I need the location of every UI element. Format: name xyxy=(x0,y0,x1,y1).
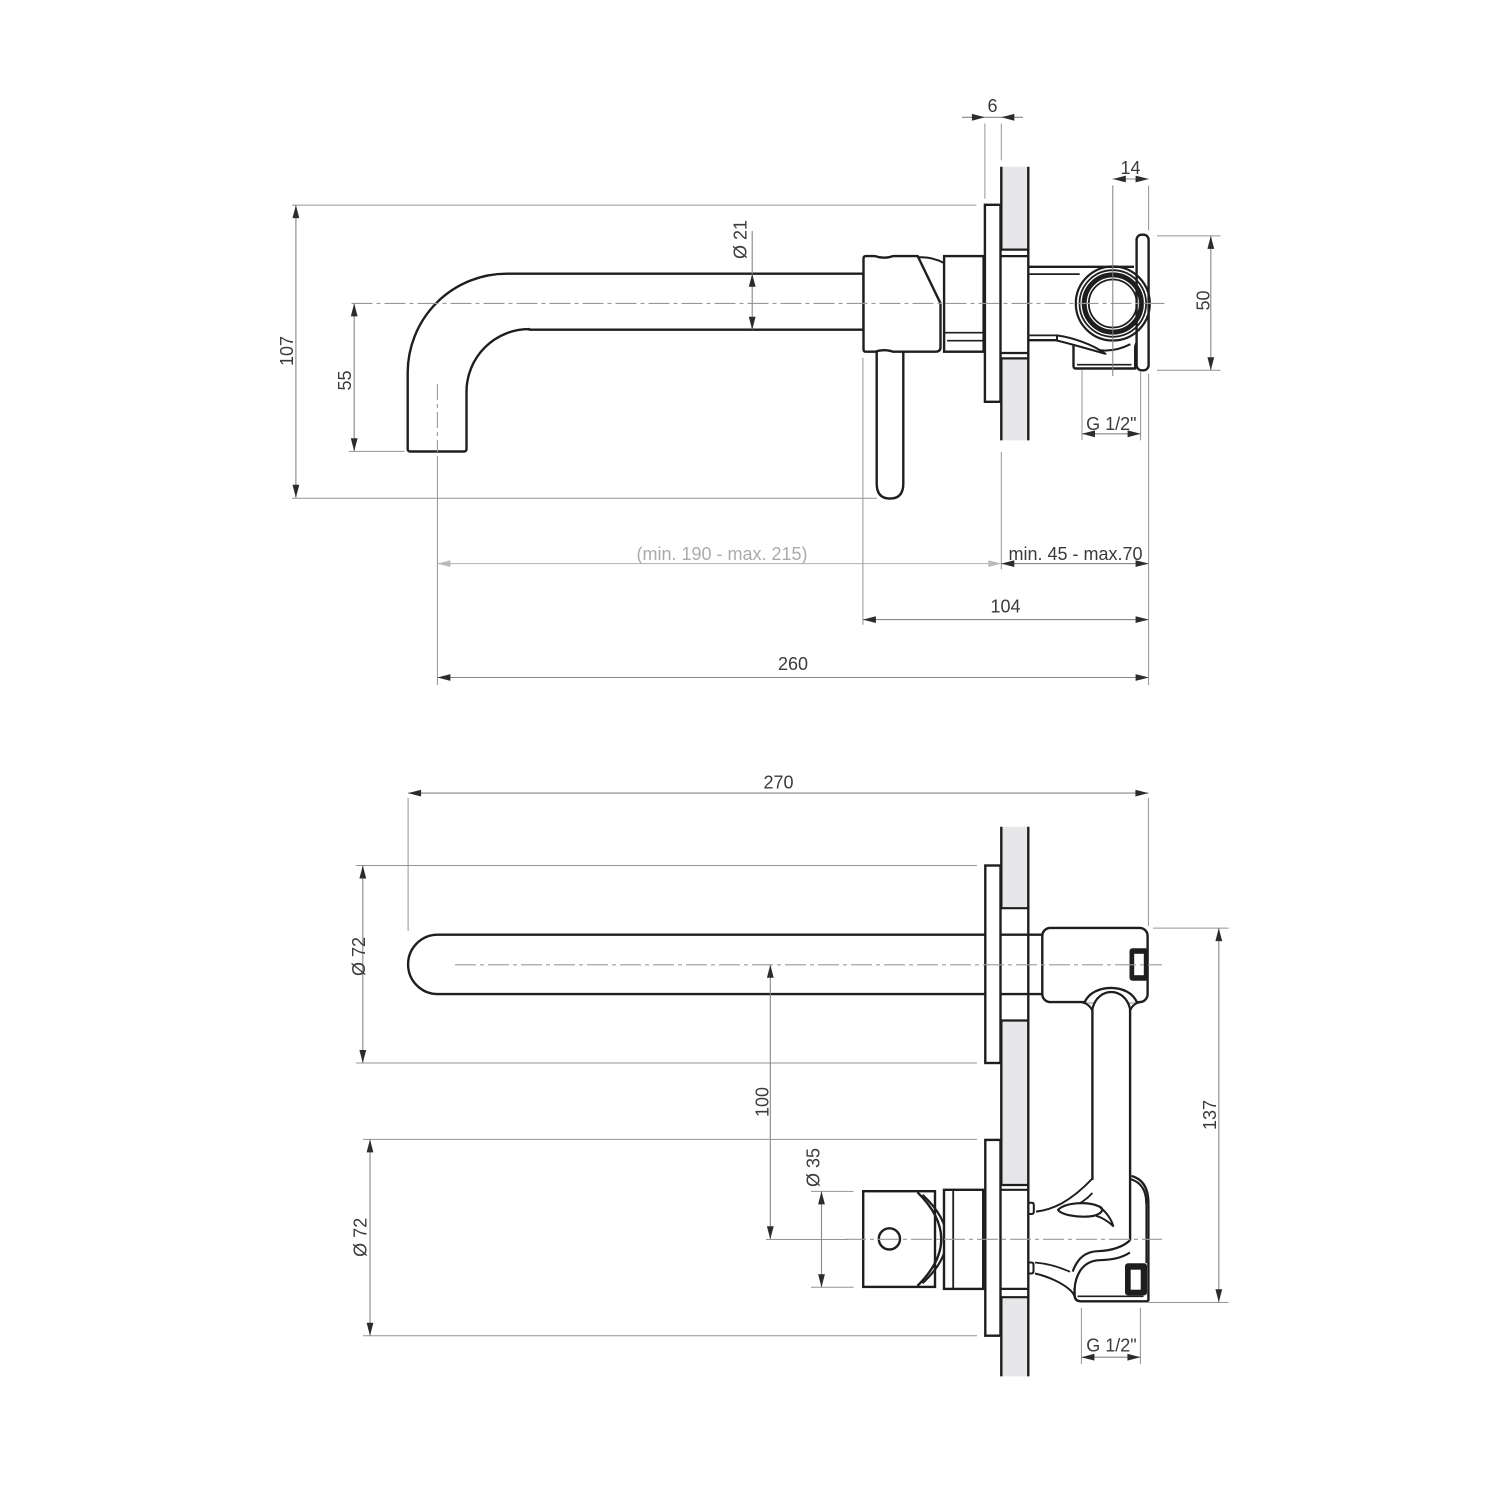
svg-text:Ø 35: Ø 35 xyxy=(804,1148,824,1187)
svg-text:6: 6 xyxy=(987,96,997,116)
svg-text:55: 55 xyxy=(335,370,355,390)
svg-text:(min. 190 - max. 215): (min. 190 - max. 215) xyxy=(636,544,807,564)
svg-text:260: 260 xyxy=(778,654,808,674)
svg-text:Ø 21: Ø 21 xyxy=(731,220,751,259)
svg-text:100: 100 xyxy=(753,1087,773,1117)
svg-text:104: 104 xyxy=(990,597,1020,617)
svg-text:137: 137 xyxy=(1200,1100,1220,1130)
svg-text:50: 50 xyxy=(1194,290,1214,310)
svg-text:G 1/2": G 1/2" xyxy=(1086,1336,1136,1356)
svg-text:270: 270 xyxy=(763,772,793,792)
svg-text:107: 107 xyxy=(277,336,297,366)
svg-text:Ø 72: Ø 72 xyxy=(349,937,369,976)
svg-text:min. 45 - max.70: min. 45 - max.70 xyxy=(1008,544,1142,564)
svg-text:Ø 72: Ø 72 xyxy=(351,1218,371,1257)
svg-text:G 1/2": G 1/2" xyxy=(1086,414,1136,434)
svg-text:14: 14 xyxy=(1120,158,1140,178)
